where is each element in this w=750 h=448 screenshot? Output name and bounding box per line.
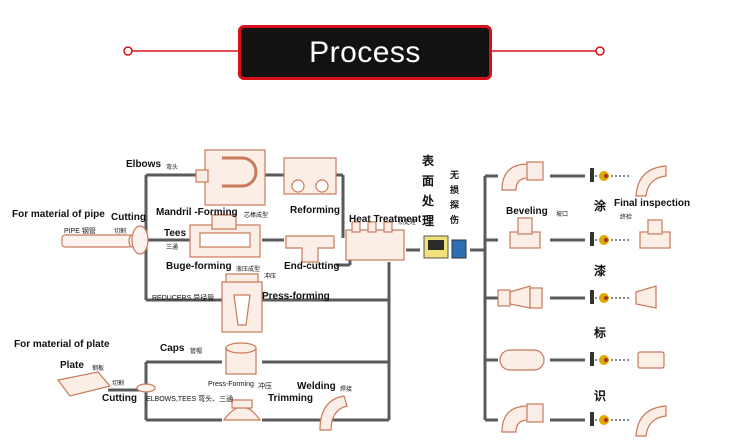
cutting-disc-icon [131, 225, 149, 255]
heat-treatment-label: Heat Treatment [349, 214, 422, 225]
end-cutting-icon [285, 235, 335, 263]
caps-icon [225, 342, 257, 375]
press-forming-plate-icon [222, 399, 262, 421]
surface-char-4: 理 [422, 214, 435, 228]
banner-rule [123, 46, 605, 56]
mandril-forming-label: Mandril -Forming [156, 207, 238, 218]
banner-title: Process [309, 35, 421, 69]
welded-elbow-icon [319, 395, 348, 431]
bulge-cn-label: 液压成型 [236, 267, 261, 273]
ndt-char-4: 伤 [450, 215, 460, 225]
painting-mark-2: 漆 [594, 264, 607, 278]
plate-cutting-icon [136, 383, 156, 393]
caps-cn-label: 管帽 [190, 349, 203, 355]
surface-char-3: 处 [422, 194, 435, 208]
furnace-icon [345, 221, 405, 261]
trimming-label: Trimming [268, 393, 314, 404]
mandril-machine-icon [195, 149, 266, 206]
press-forming-icon [221, 273, 263, 333]
caps-label: Caps [160, 343, 185, 354]
press-forming-plate-cn-label: 冲压 [258, 383, 272, 390]
pipe-icon [61, 234, 136, 248]
cutting-plate-label: Cutting [102, 393, 137, 404]
ndt-char-3: 探 [450, 200, 460, 210]
beveling-label: Beveling [506, 206, 548, 217]
pipe-material-label: For material of pipe [12, 209, 105, 220]
process-banner: Process [238, 25, 492, 80]
beveled-fittings-icon [497, 161, 545, 433]
tees-label: Tees [164, 228, 187, 239]
welding-label: Welding [297, 381, 336, 392]
reforming-icon [283, 157, 337, 195]
bulge-forming-label: Buge-forming [166, 261, 232, 272]
elbows-tees-label: ELBOWS,TEES 弯头、三通 [146, 396, 234, 403]
final-inspection-cn-label: 终检 [620, 215, 633, 221]
plate-cn-label: 钢板 [92, 366, 105, 372]
pipe-label: PIPE 钢管 [64, 228, 96, 235]
end-cutting-label: End-cutting [284, 261, 340, 272]
beveling-cn-label: 坡口 [556, 212, 569, 218]
ndt-device-icon [423, 235, 467, 259]
cutting-pipe-label: Cutting [111, 212, 146, 223]
ndt-char-2: 损 [450, 185, 460, 195]
painting-icon [590, 168, 609, 426]
painting-mark-1: 涂 [594, 199, 607, 213]
flow-connectors [108, 173, 585, 422]
welding-cn-label: 焊接 [340, 387, 353, 393]
final-inspection-label: Final inspection [614, 198, 691, 209]
plate-material-label: For material of plate [14, 339, 110, 350]
plate-icon [56, 371, 112, 397]
elbows-cn-label: 弯头 [166, 165, 179, 171]
heat-treatment-cn-label: 热处理 [398, 220, 417, 226]
press-forming-plate-label: Press-Forming [208, 381, 254, 388]
marking-mark-2: 识 [594, 389, 607, 403]
cutting-pipe-cn-label: 切割 [114, 229, 127, 235]
press-forming-label: Press-forming [262, 291, 330, 302]
elbows-label: Elbows [126, 159, 162, 170]
reforming-label: Reforming [290, 205, 340, 216]
plate-label: Plate [60, 360, 84, 371]
marking-mark-1: 标 [594, 326, 607, 340]
ndt-char-1: 无 [450, 170, 460, 180]
mandril-cn-label: 芯棒成型 [244, 213, 269, 219]
tee-machine-icon [189, 214, 261, 258]
tees-cn-label: 三通 [166, 245, 179, 251]
surface-char-2: 面 [422, 174, 435, 188]
reducers-label: REDUCERS 异径管 [152, 295, 215, 302]
cutting-plate-cn-label: 切割 [112, 381, 125, 387]
inspected-fittings-icon [635, 165, 671, 437]
bulge-cn2-label: 冲压 [264, 274, 277, 280]
surface-char-1: 表 [422, 154, 435, 168]
